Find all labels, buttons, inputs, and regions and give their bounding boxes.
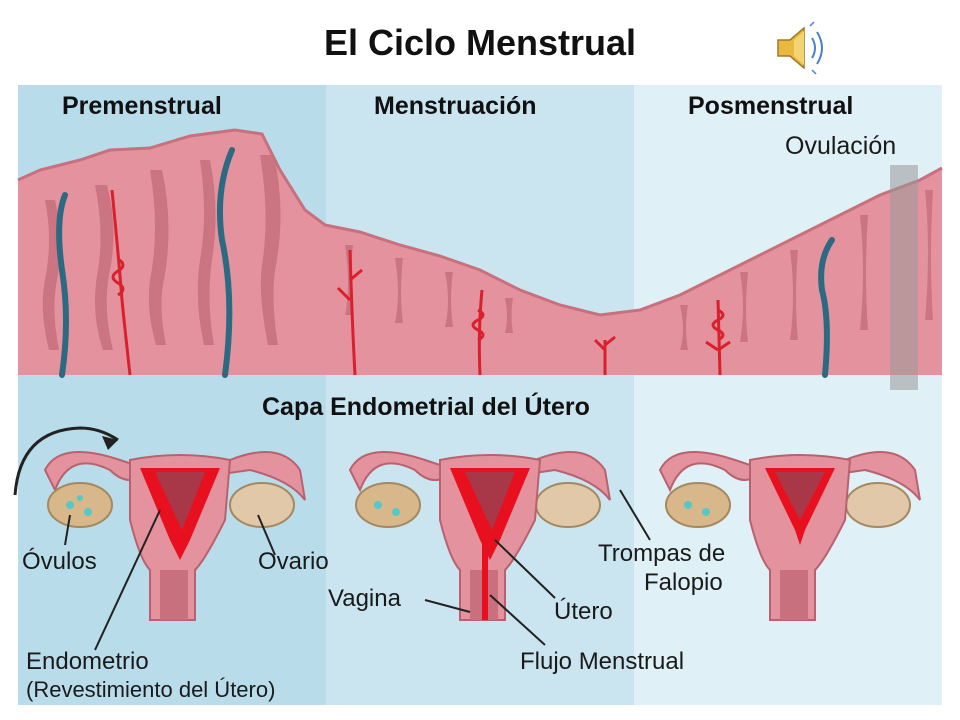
leader-lines bbox=[64, 489, 651, 651]
label-endometrium-sub: (Revestimiento del Útero) bbox=[26, 677, 276, 702]
cycle-arrow bbox=[13, 426, 119, 496]
phase-postmenstrual: Posmenstrual bbox=[688, 92, 854, 120]
label-ovary: Ovario bbox=[258, 548, 329, 575]
phase-menstruation: Menstruación bbox=[374, 92, 537, 120]
spiral-arteries bbox=[110, 189, 731, 376]
label-flow: Flujo Menstrual bbox=[520, 648, 685, 675]
layer-title: Capa Endometrial del Útero bbox=[262, 393, 590, 421]
page-title: El Ciclo Menstrual bbox=[323, 22, 637, 63]
phase-premenstrual: Premenstrual bbox=[62, 92, 222, 120]
label-vagina: Vagina bbox=[328, 585, 401, 612]
label-fallopian-2: Falopio bbox=[644, 569, 723, 596]
endometrium-tissue bbox=[18, 130, 942, 375]
uterus-menstruation bbox=[348, 451, 611, 621]
ovulation-label: Ovulación bbox=[785, 132, 897, 160]
label-endometrium: Endometrio bbox=[26, 648, 149, 675]
speaker-icon[interactable] bbox=[772, 20, 832, 76]
label-ovules: Óvulos bbox=[22, 548, 97, 575]
veins bbox=[56, 147, 835, 378]
label-fallopian-1: Trompas de bbox=[598, 540, 726, 567]
uterus-premenstrual bbox=[43, 451, 306, 621]
endometrial-glands bbox=[42, 155, 933, 350]
label-uterus: Útero bbox=[554, 598, 613, 625]
uterus-postmenstrual bbox=[658, 451, 921, 621]
ovulation-marker bbox=[890, 165, 918, 390]
